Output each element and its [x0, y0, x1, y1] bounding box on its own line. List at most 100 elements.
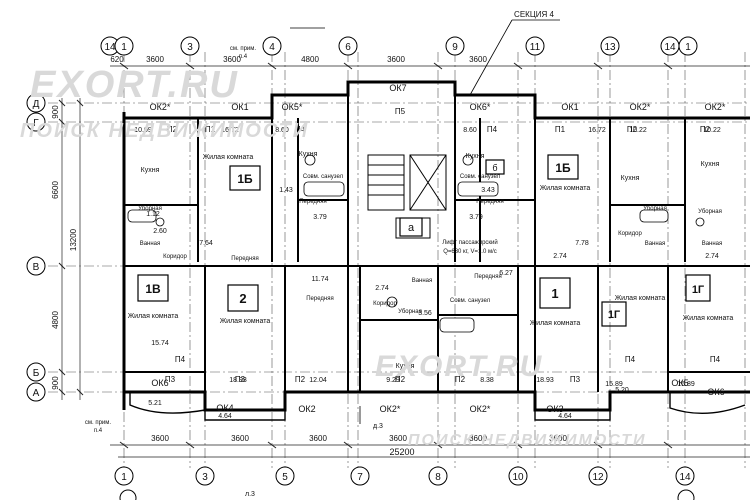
opening-mark: ОК5: [671, 378, 688, 388]
area-value: 10.22: [629, 127, 647, 134]
room-name: Передняя: [306, 296, 334, 302]
opening-mark: ОК2*: [380, 404, 401, 414]
dimension-top: 3600: [146, 55, 164, 64]
opening-mark: ОК6: [151, 378, 168, 388]
area-value: 4.64: [558, 413, 572, 420]
dimension-bottom: 3600: [469, 434, 487, 443]
area-value: 15.89: [677, 381, 695, 388]
panel-mark: П2: [455, 375, 466, 384]
dimension-left: 6600: [51, 181, 60, 199]
dimension-ticks: [58, 62, 673, 449]
area-value: 1.12: [146, 211, 160, 218]
room-name: Коридор: [618, 231, 642, 237]
axis-label-top: 4: [269, 42, 275, 53]
axis-label-top: 9: [452, 42, 458, 53]
dimension-top: 3600: [469, 55, 487, 64]
opening-mark: ОК4: [216, 403, 233, 413]
axis-label-top: 1: [121, 42, 127, 53]
area-value: 16.72: [588, 127, 606, 134]
room-name: Кухня: [621, 175, 640, 182]
panel-mark: П3: [570, 375, 581, 384]
room-number: 1В: [145, 282, 161, 296]
note: п.4: [239, 54, 248, 60]
axis-label-bottom: 3: [202, 472, 208, 483]
opening-mark: ОК2*: [630, 102, 651, 112]
area-value: 7.64: [199, 240, 213, 247]
room-name: Совм. санузел: [460, 174, 501, 180]
dimension-bottom: 3600: [309, 434, 327, 443]
dimension-left: 13200: [69, 228, 78, 251]
room-name: Передняя: [476, 199, 504, 205]
lift-text: Лифт пассажирский: [442, 239, 497, 246]
room-name: Жилая комната: [615, 295, 666, 302]
room-name: Коридор: [373, 301, 397, 307]
dimension-top: 3600: [223, 55, 241, 64]
area-value: 5.21: [148, 400, 162, 407]
opening-mark: ОК2*: [150, 102, 171, 112]
panel-mark: П2: [627, 125, 638, 134]
panel-mark: П4: [295, 125, 306, 134]
axis-label-top: 1: [685, 42, 691, 53]
room-name: Ванная: [140, 241, 161, 247]
dimension-left: 4800: [51, 311, 60, 329]
axis-label-bottom: 10: [512, 472, 524, 483]
axis-label-top: 11: [530, 42, 541, 53]
panel-mark: П5: [395, 107, 406, 116]
panel-mark: П4: [487, 125, 498, 134]
panel-mark: П1: [555, 125, 566, 134]
panel-mark: П2: [700, 125, 711, 134]
dimension-top: 4800: [301, 55, 319, 64]
room-name: Кухня: [299, 151, 318, 158]
axis-bubbles: [26, 36, 698, 500]
opening-mark: ОК2: [298, 404, 315, 414]
room-number: 1Г: [608, 309, 621, 321]
room-name: Передняя: [231, 256, 259, 262]
axis-label-letter: А: [33, 388, 40, 399]
area-value: 9.29: [386, 377, 400, 384]
room-name: Ванная: [645, 241, 666, 247]
axis-label-top: 14: [664, 42, 676, 53]
room-name: Передняя: [299, 199, 327, 205]
room-number: 2: [239, 291, 246, 306]
area-value: 2.60: [153, 228, 167, 235]
area-value: 8.38: [480, 377, 494, 384]
dimension-left: 900: [51, 105, 60, 119]
panel-mark: П3: [165, 375, 176, 384]
panel-mark: П4: [175, 355, 186, 364]
room-name: Коридор: [163, 254, 187, 260]
room-name: Кухня: [141, 167, 160, 174]
axis-label-bottom: 5: [282, 472, 288, 483]
opening-mark: ОК1: [231, 102, 248, 112]
area-value: 2.74: [553, 253, 567, 260]
room-number: 1Г: [692, 284, 705, 296]
area-value: 6.27: [499, 270, 513, 277]
lift-spec: Q=630 кг, V=1.0 м/с: [443, 249, 497, 255]
opening-mark: ОК7: [389, 83, 406, 93]
dimension-lines: [61, 65, 750, 458]
room-number: 1: [551, 286, 558, 301]
section-label: СЕКЦИЯ 4: [514, 10, 554, 19]
area-value: 10.22: [703, 127, 721, 134]
panel-mark: П2: [395, 375, 406, 384]
axis-label-letter: Г: [33, 118, 39, 129]
note: п.4: [94, 428, 103, 434]
dimension-bottom: 3600: [231, 434, 249, 443]
dimension-top: 3600: [387, 55, 405, 64]
axis-label-top: 6: [345, 42, 351, 53]
room-name: Совм. санузел: [303, 174, 344, 180]
room-name: Уборная: [698, 209, 722, 215]
panel-mark: П1: [205, 125, 216, 134]
axis-label-letter: Д: [33, 99, 40, 110]
room-name: Жилая комната: [540, 185, 591, 192]
exterior-walls: [122, 80, 750, 412]
room-name: Жилая комната: [128, 313, 179, 320]
opening-mark: ОК3: [546, 404, 563, 414]
room-name: Ванная: [412, 278, 433, 284]
opening-mark: ОК2*: [705, 102, 726, 112]
dimension-bottom: 3600: [389, 434, 407, 443]
area-value: 15.74: [151, 340, 169, 347]
room-name: Жилая комната: [220, 318, 271, 325]
dimension-top: 620: [110, 55, 124, 64]
